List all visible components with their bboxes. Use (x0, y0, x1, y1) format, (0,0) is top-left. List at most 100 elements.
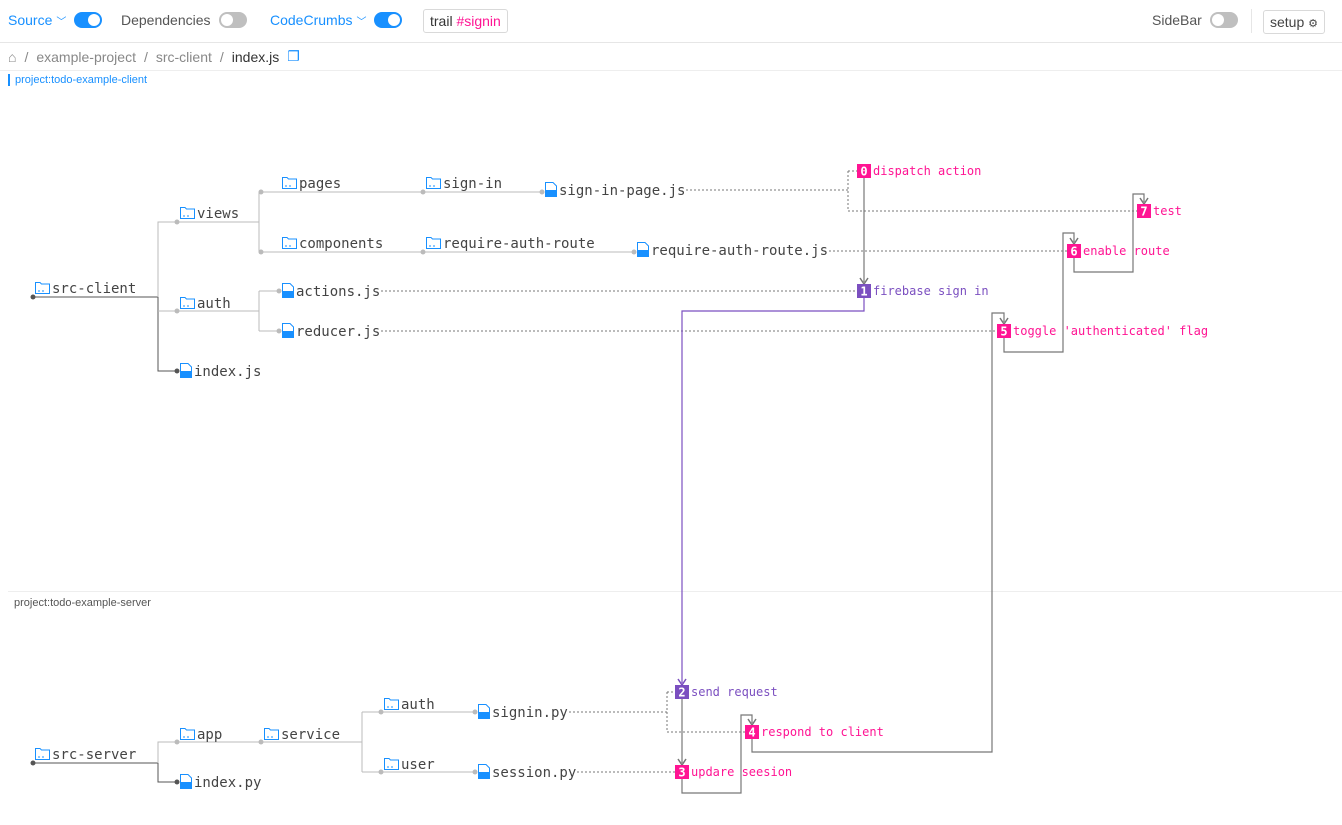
folder-shape (180, 297, 195, 309)
file-badge (479, 772, 489, 778)
source-switch[interactable] (74, 12, 103, 28)
crumb-label: toggle 'authenticated' flag (1013, 324, 1208, 338)
node-dot (378, 709, 384, 715)
node-label: reducer.js (296, 324, 380, 340)
project-label-client: project:todo-example-client (8, 74, 147, 86)
breadcrumb-item[interactable]: example-project (36, 48, 136, 65)
divider (8, 591, 1342, 592)
folder-icon (264, 728, 279, 740)
node-dot (258, 249, 264, 255)
file-badge (479, 712, 489, 718)
node-label: signin.py (492, 705, 568, 721)
folder-icon (282, 237, 297, 249)
node-dot (258, 739, 264, 745)
node-label: views (197, 206, 239, 222)
folder-shape (282, 177, 297, 189)
copy-icon[interactable]: ❐ (287, 48, 300, 64)
sidebar-toggle[interactable]: SideBar (1152, 12, 1238, 28)
crumb-step: 3 (678, 766, 685, 780)
folder-shape (180, 728, 195, 740)
folder-shape (264, 728, 279, 740)
trail-edge (751, 312, 1005, 753)
node-label: src-server (52, 747, 136, 763)
crumb-label: dispatch action (873, 164, 981, 178)
file-badge (638, 250, 648, 256)
node-dot (30, 294, 36, 300)
folder-icon (282, 177, 297, 189)
py-file-icon (478, 704, 490, 719)
node-dot (276, 328, 282, 334)
tree-edge (33, 296, 177, 372)
codecrumbs-label[interactable]: CodeCrumbs (270, 12, 353, 28)
crumb-label: enable route (1083, 244, 1170, 258)
codecrumbs-switch[interactable] (374, 12, 403, 28)
dependencies-label: Dependencies (121, 12, 211, 28)
home-icon[interactable]: ⌂ (8, 48, 17, 65)
crumb-label: test (1153, 204, 1182, 218)
node-label: index.js (194, 364, 261, 380)
trail-edge (1003, 232, 1075, 353)
crumb-badge (1067, 244, 1081, 258)
project-label-server: project:todo-example-server (14, 597, 151, 609)
trail-edge (1073, 193, 1145, 273)
codecrumbs-toggle[interactable]: CodeCrumbs﹀ (270, 12, 403, 28)
crumb-badge (857, 164, 871, 178)
node-label: require-auth-route (443, 236, 595, 252)
sidebar-label: SideBar (1152, 12, 1202, 28)
folder-icon (35, 748, 50, 760)
js-file-icon (180, 363, 192, 378)
source-label[interactable]: Source (8, 12, 53, 28)
node-dot (276, 288, 282, 294)
folder-icon (35, 282, 50, 294)
sidebar-switch[interactable] (1209, 12, 1238, 28)
file-badge (283, 291, 293, 297)
divider (1251, 9, 1252, 33)
tree-edge (33, 762, 177, 783)
crumb-step: 4 (748, 726, 755, 740)
dependencies-toggle[interactable]: Dependencies (121, 12, 247, 28)
node-label: pages (299, 176, 341, 192)
node-label: auth (197, 296, 231, 312)
node-label: index.py (194, 775, 261, 791)
crumb-step: 0 (860, 165, 867, 179)
tree-edge (157, 711, 475, 773)
node-label: session.py (492, 765, 576, 781)
crumb-badge (857, 284, 871, 298)
folder-shape (35, 282, 50, 294)
divider (0, 70, 1342, 71)
tree-edge (157, 221, 177, 312)
crumb-step: 5 (1000, 325, 1007, 339)
file-badge (546, 190, 556, 196)
trail-name: #signin (456, 13, 501, 29)
source-toggle[interactable]: Source﹀ (8, 12, 103, 28)
js-file-icon (282, 283, 294, 298)
trail-selector[interactable]: trail #signin (423, 9, 508, 33)
crumb-badge (1137, 204, 1151, 218)
node-label: actions.js (296, 284, 380, 300)
js-file-icon (282, 323, 294, 338)
tree-edge (177, 191, 634, 253)
node-label: auth (401, 697, 435, 713)
breadcrumb: ⌂/ example-project/ src-client/ index.js… (8, 48, 300, 65)
node-label: require-auth-route.js (651, 243, 828, 259)
folder-shape (180, 207, 195, 219)
crumb-step: 1 (860, 285, 867, 299)
breadcrumb-item[interactable]: src-client (155, 48, 212, 65)
chevron-down-icon[interactable]: ﹀ (356, 16, 367, 28)
tree-edge (177, 290, 279, 332)
file-badge (283, 331, 293, 337)
node-dot (539, 189, 545, 195)
crumb-label: firebase sign in (873, 284, 989, 298)
toolbar: Source﹀ Dependencies CodeCrumbs﹀ trail #… (0, 0, 1342, 43)
node-dot (472, 709, 478, 715)
folder-icon (426, 237, 441, 249)
crumb-badge (997, 324, 1011, 338)
setup-button[interactable]: setup ⚙ (1263, 10, 1326, 34)
node-dot (258, 189, 264, 195)
folder-icon (384, 758, 399, 770)
node-label: src-client (52, 281, 136, 297)
chevron-down-icon[interactable]: ﹀ (56, 16, 67, 28)
node-label: user (401, 757, 435, 773)
dependencies-switch[interactable] (218, 12, 247, 28)
